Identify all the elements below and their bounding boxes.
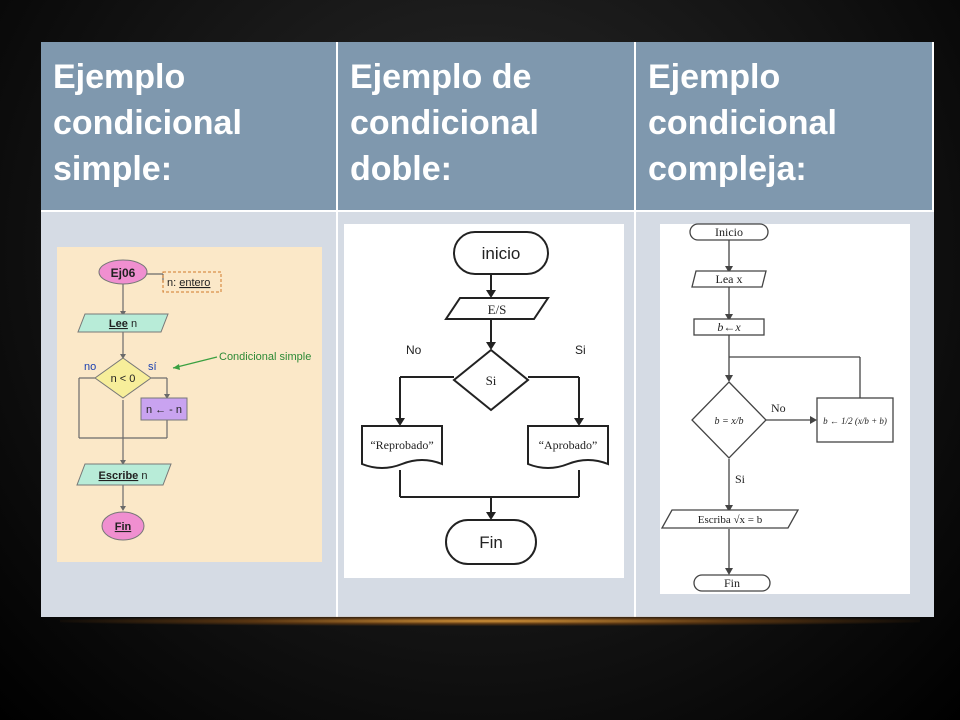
annotation-text: Condicional simple bbox=[219, 351, 311, 363]
read-text: Lee n bbox=[109, 318, 137, 330]
start-label: Inicio bbox=[715, 225, 743, 239]
label-no: No bbox=[771, 401, 786, 415]
write-text: Escribe n bbox=[99, 470, 148, 482]
assign-text: n ← - n bbox=[146, 404, 182, 416]
end-node bbox=[445, 519, 537, 565]
output-right-label: “Aprobado” bbox=[539, 438, 598, 452]
flowchart-complex: Inicio Lea x b←x b = x/b No b ← 1/2 (x/b… bbox=[660, 223, 910, 594]
flowchart-simple: Ej06 n: entero Lee n no sí n < 0 Condici… bbox=[57, 247, 322, 562]
write-node bbox=[76, 463, 172, 486]
end-label: Fin bbox=[724, 576, 740, 590]
decision-node bbox=[691, 381, 767, 459]
read-node bbox=[77, 313, 169, 333]
update-node bbox=[816, 397, 894, 443]
assign-label: b←x bbox=[717, 320, 741, 334]
decision-label: b = x/b bbox=[715, 416, 744, 427]
end-label: Fin bbox=[479, 533, 503, 552]
declaration-text: n: entero bbox=[167, 277, 210, 289]
header-simple: Ejemplo condicional simple: bbox=[41, 42, 338, 212]
start-node bbox=[98, 259, 148, 285]
bottom-glow-line bbox=[60, 616, 920, 626]
start-node bbox=[689, 223, 769, 241]
cell-simple: Ej06 n: entero Lee n no sí n < 0 Condici… bbox=[41, 212, 338, 617]
label-yes: Si bbox=[735, 472, 746, 486]
flowchart-double: inicio E/S No Si Si “Reprobado” “Aprobad… bbox=[344, 224, 624, 578]
header-double: Ejemplo de condicional doble: bbox=[338, 42, 636, 212]
assign-node bbox=[140, 397, 188, 421]
start-node bbox=[453, 231, 549, 275]
write-node bbox=[660, 509, 800, 529]
label-yes: Si bbox=[575, 343, 586, 357]
output-right-node bbox=[527, 425, 609, 469]
start-label: Ej06 bbox=[111, 266, 136, 280]
decision-node bbox=[452, 348, 530, 412]
decision-text: n < 0 bbox=[111, 373, 136, 385]
update-label: b ← 1/2 (x/b + b) bbox=[823, 416, 887, 426]
start-label: inicio bbox=[482, 244, 521, 263]
branch-yes-label: sí bbox=[148, 361, 157, 373]
write-label: Escriba √x = b bbox=[698, 514, 763, 526]
cell-complex: Inicio Lea x b←x b = x/b No b ← 1/2 (x/b… bbox=[636, 212, 934, 617]
assign-node bbox=[693, 318, 765, 336]
comparison-table: Ejemplo condicional simple: Ejemplo de c… bbox=[41, 42, 934, 617]
output-left-label: “Reprobado” bbox=[370, 438, 433, 452]
decision-node bbox=[94, 357, 152, 399]
end-node bbox=[101, 511, 145, 541]
header-complex: Ejemplo condicional compleja: bbox=[636, 42, 934, 212]
end-label: Fin bbox=[115, 521, 132, 533]
read-node bbox=[691, 270, 767, 288]
branch-no-label: no bbox=[84, 361, 96, 373]
output-left-node bbox=[361, 425, 443, 469]
end-node bbox=[693, 574, 771, 592]
cell-double: inicio E/S No Si Si “Reprobado” “Aprobad… bbox=[338, 212, 636, 617]
io-node bbox=[444, 297, 550, 320]
label-no: No bbox=[406, 343, 422, 357]
decision-label: Si bbox=[486, 373, 497, 388]
io-label: E/S bbox=[488, 302, 507, 317]
simple-panel-bg bbox=[57, 247, 322, 562]
read-label: Lea x bbox=[716, 272, 743, 286]
declaration-box bbox=[162, 271, 222, 293]
